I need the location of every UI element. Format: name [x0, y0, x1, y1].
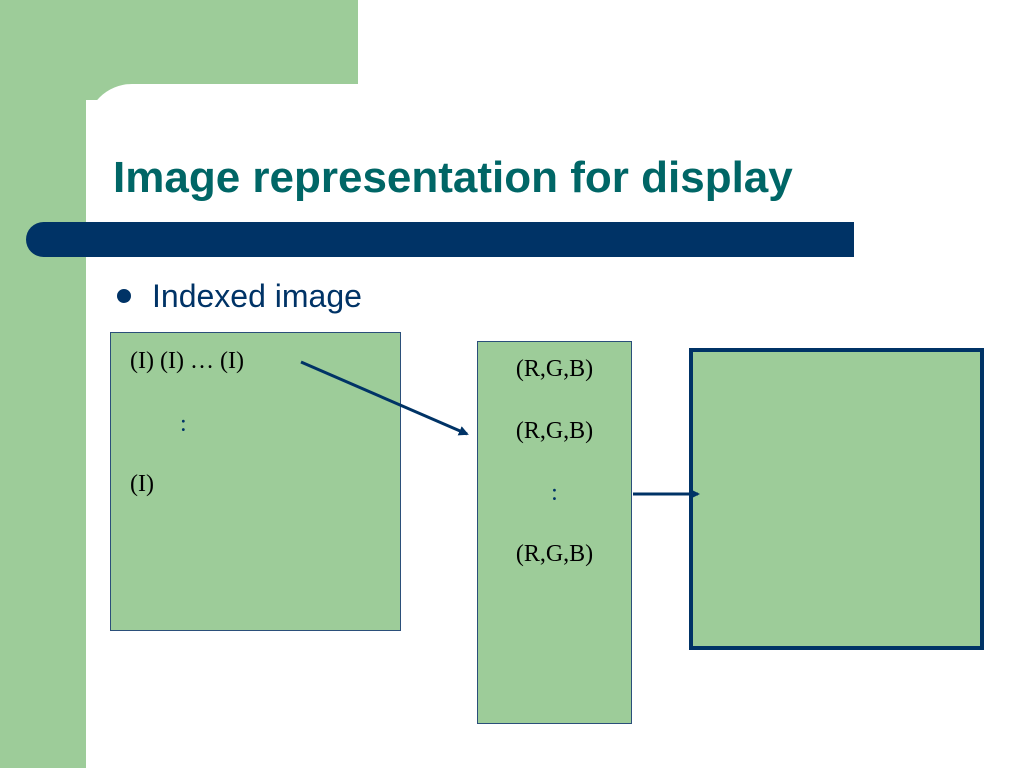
palette-entry-2: (R,G,B)	[515, 418, 594, 444]
color-palette-box	[477, 341, 632, 724]
display-output-box	[689, 348, 984, 650]
index-vertical-ellipsis: :	[180, 411, 187, 437]
index-row-last: (I)	[130, 471, 154, 497]
bullet-point-icon	[117, 289, 131, 303]
title-underline-bar	[26, 222, 854, 257]
slide-title: Image representation for display	[113, 153, 793, 202]
index-row-first: (I) (I) … (I)	[130, 348, 244, 374]
decorative-green-strip-left	[0, 0, 86, 768]
palette-entry-1: (R,G,B)	[515, 356, 594, 382]
palette-entry-3: (R,G,B)	[515, 541, 594, 567]
palette-vertical-ellipsis: :	[551, 480, 558, 506]
bullet-indexed-image: Indexed image	[152, 278, 362, 314]
